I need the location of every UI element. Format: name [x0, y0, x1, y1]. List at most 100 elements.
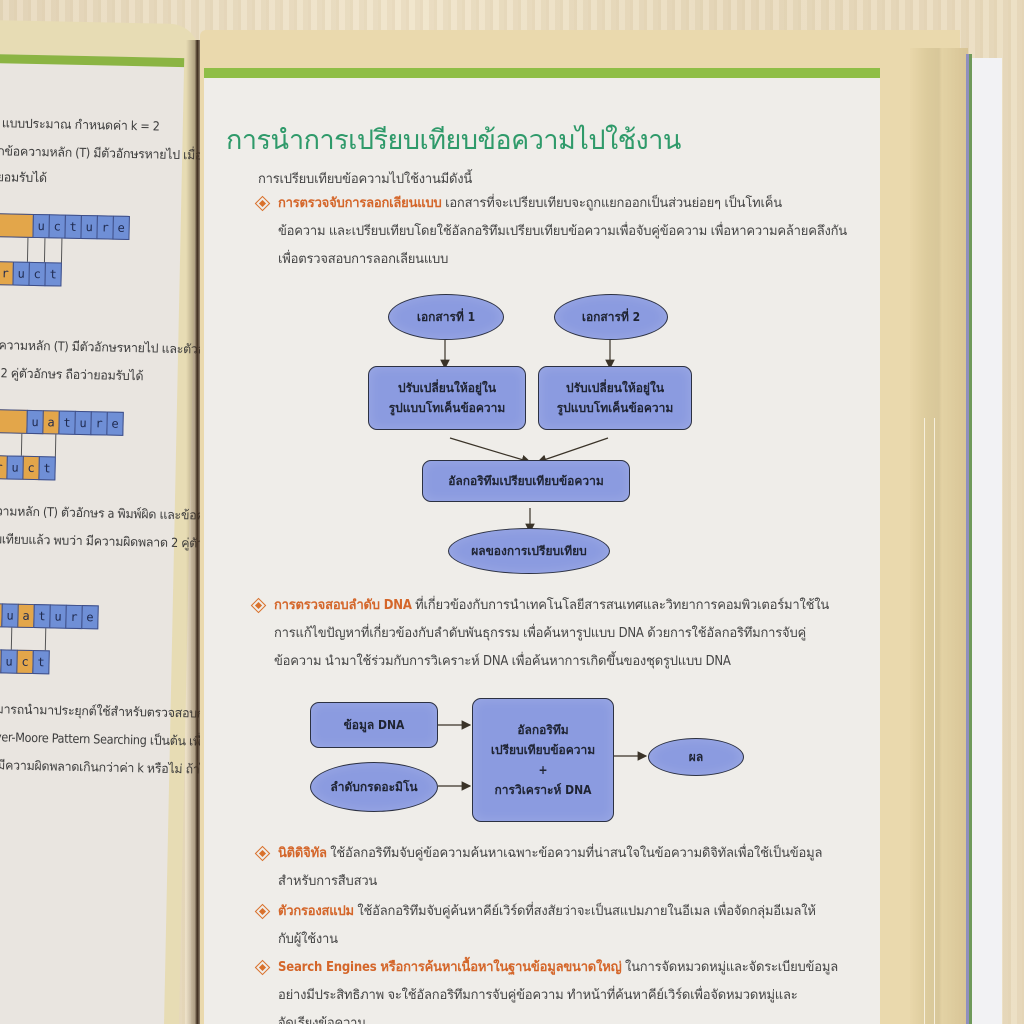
cell: u: [0, 649, 18, 674]
cell: u: [49, 604, 67, 629]
bullet-term: นิติดิจิทัล: [278, 846, 327, 861]
left-text-line: า 2 คู่ตัวอักษร ถือว่ายอมรับได้: [0, 365, 144, 384]
node-label: รูปแบบโทเค็นข้อความ: [388, 401, 506, 415]
bullet-text: กับผู้ใช้งาน: [278, 932, 338, 947]
bullet-text: อย่างมีประสิทธิภาพ จะใช้อัลกอริทึมการจับ…: [278, 988, 798, 1003]
bullet-search-engines: Search Engines หรือการค้นหาเนื้อหาในฐานข…: [254, 954, 888, 1024]
node-label: +: [538, 763, 548, 777]
bullet-plagiarism: การตรวจจับการลอกเลียนแบบ เอกสารที่จะเปรี…: [254, 190, 888, 274]
page-title: การนำการเปรียบเทียบข้อความไปใช้งาน: [226, 125, 681, 156]
node-label: อัลกอริทึม: [517, 723, 569, 737]
cell: t: [44, 262, 62, 287]
bullet-text: จัดเรียงข้อความ: [278, 1016, 366, 1024]
bullet-term: การตรวจจับการลอกเลียนแบบ: [278, 196, 442, 211]
result-node: ผล: [648, 738, 744, 776]
cell: t: [58, 410, 76, 435]
node-label: การวิเคราะห์ DNA: [494, 783, 592, 797]
cell: u: [80, 214, 98, 240]
match-line: [20, 433, 23, 456]
document-2-node: เอกสารที่ 2: [554, 294, 668, 340]
cell: u: [74, 410, 92, 436]
cover-edge-green: [969, 54, 972, 1024]
comparison-result-node: ผลของการเปรียบเทียบ: [448, 528, 610, 574]
cell: c: [28, 261, 46, 287]
node-label: ปรับเปลี่ยนให้อยู่ใน: [397, 381, 497, 395]
bullet-text: ใช้อัลกอริทึมจับคู่ข้อความค้นหาเฉพาะข้อค…: [326, 846, 823, 861]
bullet-text: การแก้ไขปัญหาที่เกี่ยวข้องกับลำดับพันธุก…: [274, 626, 807, 641]
cell: e: [81, 605, 99, 630]
cell: t: [64, 214, 82, 239]
cell: a: [42, 410, 60, 435]
bullet-text: ใช้อัลกอริทึมจับคู่ค้นหาคีย์เวิร์ดที่สงส…: [353, 904, 816, 919]
left-text-line: ยอมรับได้: [0, 169, 47, 186]
bullet-term: Search Engines หรือการค้นหาเนื้อหาในฐานข…: [278, 960, 622, 975]
cell: r: [65, 604, 83, 630]
node-label: รูปแบบโทเค็นข้อความ: [556, 401, 674, 415]
cell: u: [1, 603, 19, 628]
algorithm-dna-analysis-node: อัลกอริทึม เปรียบเทียบข้อความ + การวิเคร…: [472, 698, 614, 822]
bullet-text: ในการจัดหมวดหมู่และจัดระเบียบข้อมูล: [621, 960, 838, 975]
cell: c: [48, 214, 66, 239]
node-label: เปรียบเทียบข้อความ: [490, 743, 596, 757]
pattern-cells-row-2: t r u c t: [0, 455, 56, 481]
cell-gap: [0, 409, 28, 434]
match-line: [10, 627, 13, 650]
cell: u: [32, 213, 50, 239]
diamond-bullet-icon: [254, 959, 271, 976]
cell: e: [106, 411, 124, 436]
cell: r: [96, 215, 114, 240]
pattern-cells-row-3: t u c t: [0, 649, 50, 675]
diamond-bullet-icon: [254, 845, 271, 862]
node-label: ปรับเปลี่ยนให้อยู่ใน: [565, 381, 665, 395]
bullet-text: สำหรับการสืบสวน: [278, 874, 378, 889]
amino-acid-sequence-node: ลำดับกรดอะมิโน: [310, 762, 438, 812]
convert-token-node-2: ปรับเปลี่ยนให้อยู่ใน รูปแบบโทเค็นข้อความ: [538, 366, 692, 430]
cell: u: [26, 409, 44, 435]
cell: c: [22, 455, 40, 481]
cell: e: [112, 215, 130, 240]
bullet-digital-forensics: นิติดิจิทัล ใช้อัลกอริทึมจับคู่ข้อความค้…: [254, 840, 888, 896]
bullet-term: การตรวจสอบลำดับ DNA: [274, 598, 412, 613]
cell: a: [17, 603, 35, 629]
left-text-line: แบบประมาณ กำหนดค่า k = 2: [1, 115, 160, 134]
match-line: [44, 628, 47, 651]
convert-token-node-1: ปรับเปลี่ยนให้อยู่ใน รูปแบบโทเค็นข้อความ: [368, 366, 526, 430]
cell: u: [12, 261, 30, 286]
match-line: [26, 237, 29, 262]
page-edge-line: [924, 418, 925, 1024]
bullet-term: ตัวกรองสแปม: [278, 904, 354, 919]
page-edges: [910, 48, 968, 1024]
bullet-text: เอกสารที่จะเปรียบเทียบจะถูกแยกออกเป็นส่ว…: [441, 196, 782, 211]
left-page-body: แบบประมาณ กำหนดค่า k = 2 กข้อความหลัก (T…: [0, 53, 277, 1024]
text-cells-row-2: t u a t u r e: [0, 409, 124, 436]
cover-edge-blue: [966, 54, 969, 1024]
diamond-bullet-icon: [250, 597, 267, 614]
cell: u: [6, 455, 24, 480]
cell: t: [32, 650, 50, 675]
bullet-spam-filter: ตัวกรองสแปม ใช้อัลกอริทึมจับคู่ค้นหาคีย์…: [254, 898, 888, 954]
cell: t: [38, 456, 56, 481]
intro-text: การเปรียบเทียบข้อความไปใช้งานมีดังนี้: [258, 172, 473, 187]
book-gutter: [186, 40, 202, 1024]
cell: c: [16, 649, 34, 675]
cover-back: [972, 58, 1002, 1024]
cell-gap: [0, 213, 34, 238]
compare-algorithm-node: อัลกอริทึมเปรียบเทียบข้อความ: [422, 460, 630, 502]
bullet-text: เพื่อตรวจสอบการลอกเลียนแบบ: [278, 252, 449, 267]
text-cells-row-1: t u c t u r e: [0, 213, 130, 240]
cell: r: [90, 411, 108, 436]
document-1-node: เอกสารที่ 1: [388, 294, 504, 340]
diagram-arrows: [438, 340, 648, 791]
left-page: แบบประมาณ กำหนดค่า k = 2 กข้อความหลัก (T…: [0, 20, 277, 1024]
text-cells-row-3: t r u a t u r e: [0, 603, 99, 630]
pattern-cells-row-1: t r u c t: [0, 261, 62, 287]
page-edge-line: [934, 418, 935, 1024]
bullet-dna: การตรวจสอบลำดับ DNA ที่เกี่ยวข้องกับการน…: [250, 592, 884, 676]
match-line: [43, 238, 46, 263]
match-line: [54, 434, 57, 457]
right-page: การนำการเปรียบเทียบข้อความไปใช้งาน การเป…: [204, 68, 880, 1024]
diamond-bullet-icon: [254, 903, 271, 920]
bullet-text: ข้อความ นำมาใช้ร่วมกับการวิเคราะห์ DNA เ…: [274, 654, 731, 669]
dna-data-node: ข้อมูล DNA: [310, 702, 438, 748]
bullet-text: ข้อความ และเปรียบเทียบโดยใช้อัลกอริทึมเป…: [278, 224, 847, 239]
